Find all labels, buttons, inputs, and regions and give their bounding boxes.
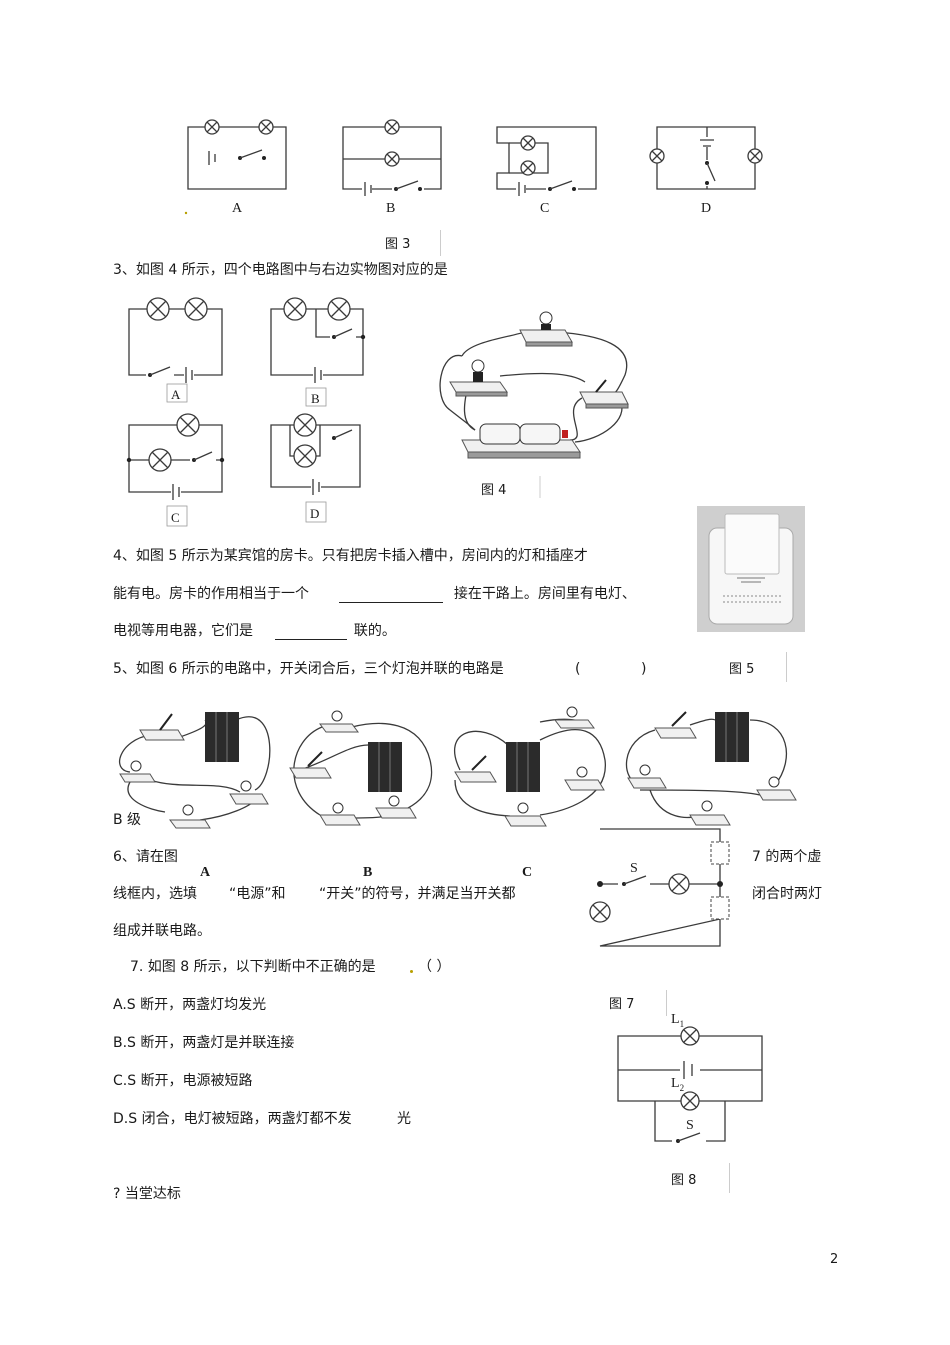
q6-line-2-d: 闭合时两灯 bbox=[752, 886, 822, 902]
q4-line-2-b: 接在干路上。房间里有电灯、 bbox=[453, 586, 636, 602]
fig4-option-a: A bbox=[171, 387, 181, 402]
fig6-circuit-d bbox=[625, 711, 797, 826]
fig6-circuit-c bbox=[454, 706, 606, 827]
divider bbox=[666, 990, 667, 1016]
fig8-l2-sub: 2 bbox=[679, 1082, 685, 1093]
divider bbox=[786, 652, 787, 682]
fig8-l2-label: L2 bbox=[671, 1075, 684, 1097]
fig3-option-b: B bbox=[386, 201, 396, 216]
q4-line-2: 能有电。房卡的作用相当于一个 接在干路上。房间里有电灯、 bbox=[113, 585, 636, 603]
fig7-switch-label: S bbox=[630, 861, 638, 876]
q7-option-a: A.S 断开，两盏灯均发光 bbox=[113, 997, 267, 1013]
q6-line-1-a: 6、请在图 bbox=[113, 849, 178, 865]
q6-line-2-a: 线框内，选填 bbox=[113, 886, 197, 902]
q5-paren-open: ( bbox=[575, 661, 581, 677]
q6-line-1-b: 7 的两个虚 bbox=[752, 849, 822, 865]
fig3-option-c: C bbox=[540, 201, 550, 216]
q7-paren: （ ） bbox=[418, 959, 451, 975]
fig4-option-d: D bbox=[310, 506, 320, 521]
page-number: 2 bbox=[830, 1252, 839, 1267]
q7-text: 7. 如图 8 所示，以下判断中不正确的是 bbox=[130, 959, 376, 975]
circuit-c bbox=[496, 126, 597, 197]
section-heading: ? 当堂达标 bbox=[113, 1186, 181, 1202]
circuit-d bbox=[649, 126, 763, 190]
level-b-heading: B 级 bbox=[113, 812, 142, 828]
circuit-b bbox=[342, 119, 442, 197]
fig8-switch-label: S bbox=[686, 1118, 694, 1133]
fig4-circuit-b bbox=[270, 297, 366, 384]
q4-answer-blank-2[interactable] bbox=[275, 625, 348, 640]
fig3-caption: 图 3 bbox=[385, 237, 411, 252]
mark bbox=[410, 970, 413, 973]
fig7-caption: 图 7 bbox=[609, 997, 635, 1012]
q7-option-b: B.S 断开，两盏灯是并联连接 bbox=[113, 1035, 295, 1051]
divider bbox=[440, 230, 441, 256]
room-card-photo bbox=[697, 506, 805, 632]
fig3-option-d: D bbox=[701, 201, 712, 216]
fig4-circuit-c bbox=[126, 413, 225, 501]
q6-line-3: 组成并联电路。 bbox=[113, 923, 211, 939]
fig8-caption: 图 8 bbox=[671, 1173, 697, 1188]
fig4-circuit-a bbox=[128, 297, 223, 384]
fig6-circuit-b bbox=[289, 710, 433, 826]
fig4-option-b: B bbox=[311, 391, 320, 406]
fig4-option-c: C bbox=[171, 510, 180, 525]
q4-line-3-b: 联的。 bbox=[353, 623, 396, 639]
q3-text: 3、如图 4 所示，四个电路图中与右边实物图对应的是 bbox=[113, 262, 448, 278]
q5-paren-close: ) bbox=[641, 661, 647, 677]
fig8-l1-sub: 1 bbox=[679, 1018, 685, 1029]
q5-text: 5、如图 6 所示的电路中，开关闭合后，三个灯泡并联的电路是 bbox=[113, 661, 504, 677]
fig6-option-c: C bbox=[522, 865, 533, 880]
q6-line-2-c: “开关”的符号，并满足当开关都 bbox=[319, 886, 516, 902]
fig8-l1: L bbox=[671, 1012, 680, 1027]
circuit-a bbox=[187, 119, 287, 190]
q4-line-1: 4、如图 5 所示为某宾馆的房卡。只有把房卡插入槽中，房间内的灯和插座才 bbox=[113, 548, 588, 564]
figure-3-circuits bbox=[184, 119, 763, 215]
q4-answer-blank-1[interactable] bbox=[339, 588, 444, 603]
q4-line-2-a: 能有电。房卡的作用相当于一个 bbox=[113, 586, 309, 602]
fig6-circuit-a bbox=[119, 712, 271, 829]
q7-option-d-a: D.S 闭合，电灯被短路，两盏灯都不发 bbox=[113, 1111, 352, 1127]
fig6-option-b: B bbox=[363, 865, 373, 880]
q7-option-c: C.S 断开，电源被短路 bbox=[113, 1073, 253, 1089]
q4-line-3-a: 电视等用电器，它们是 bbox=[113, 623, 253, 639]
fig3-option-a: A bbox=[232, 201, 243, 216]
fig4-caption: 图 4 bbox=[481, 483, 507, 498]
q7-option-d-b: 光 bbox=[397, 1111, 411, 1127]
fig8-l1-label: L1 bbox=[671, 1011, 684, 1033]
fig4-physical-circuit bbox=[439, 311, 629, 459]
divider bbox=[729, 1163, 730, 1193]
fig8-l2: L bbox=[671, 1076, 680, 1091]
fig4-circuit-d bbox=[270, 413, 361, 496]
q6-line-2-b: “电源”和 bbox=[229, 886, 286, 902]
fig6-option-a: A bbox=[200, 865, 211, 880]
fig5-caption: 图 5 bbox=[729, 662, 755, 677]
q4-line-3: 电视等用电器，它们是 联的。 bbox=[113, 622, 396, 640]
